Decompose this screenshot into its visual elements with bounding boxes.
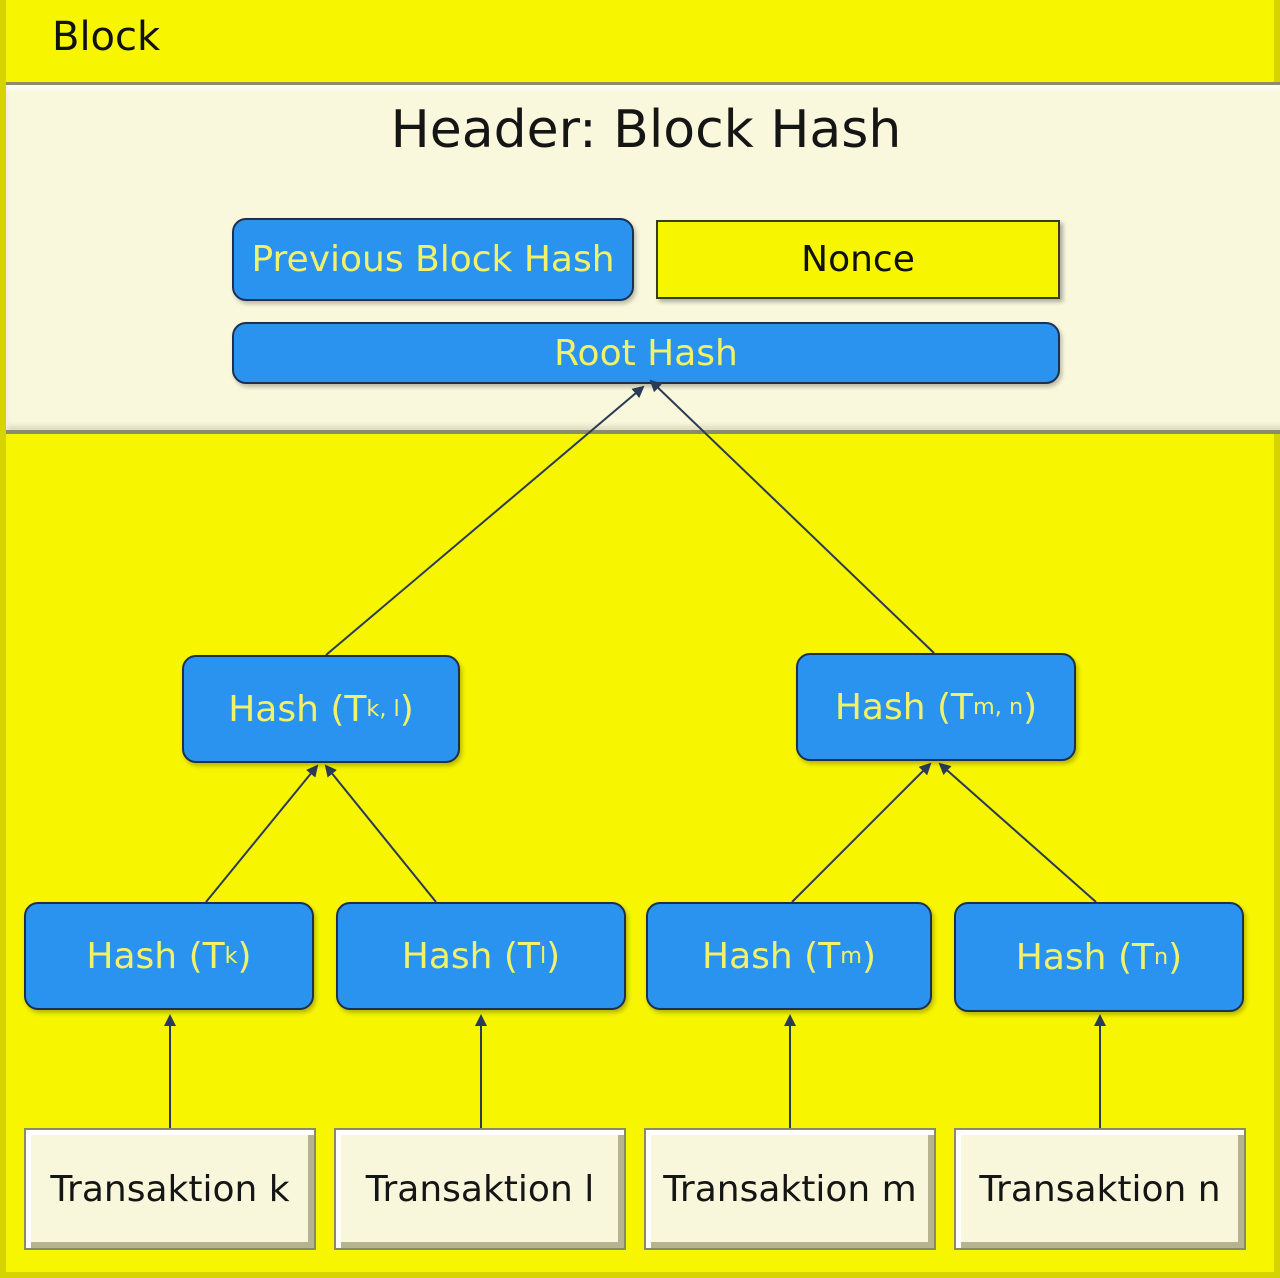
hash-tk-subscript: k [224, 943, 238, 969]
hash-tn-subscript: n [1153, 944, 1169, 970]
hash-tkl-prefix: Hash (T [228, 688, 367, 730]
edge-n-to-mn [938, 762, 1097, 903]
hash-tmn-prefix: Hash (T [834, 686, 974, 728]
edge-m-to-mn [791, 762, 932, 903]
transaction-l-node: Transaktion l [334, 1128, 626, 1250]
nonce-node: Nonce [656, 220, 1060, 299]
hash-tl-suffix: ) [546, 935, 561, 977]
hash-tn-prefix: Hash (T [1015, 936, 1154, 978]
hash-tk-prefix: Hash (T [86, 935, 225, 977]
hash-tm-suffix: ) [861, 935, 876, 977]
transaction-k-node: Transaktion k [24, 1128, 316, 1250]
hash-tkl-subscript: k, l [366, 696, 400, 722]
edge-k-to-kl [205, 764, 319, 903]
edge-l-to-kl [324, 764, 437, 903]
hash-tk-suffix: ) [237, 935, 252, 977]
block-title: Block [52, 14, 161, 60]
hash-tn-suffix: ) [1168, 936, 1183, 978]
hash-tmn-subscript: m, n [973, 694, 1024, 720]
hash-tkl-suffix: ) [399, 688, 414, 730]
hash-tm-prefix: Hash (T [702, 935, 841, 977]
header-title: Header: Block Hash [390, 100, 902, 160]
hash-tmn-suffix: ) [1023, 686, 1038, 728]
root-hash-node: Root Hash [232, 322, 1060, 384]
transaction-m-node: Transaktion m [644, 1128, 936, 1250]
hash-tl-prefix: Hash (T [401, 935, 540, 977]
hash-tm-subscript: m [840, 943, 862, 969]
hash-tl-subscript: l [539, 943, 547, 969]
transaction-n-node: Transaktion n [954, 1128, 1246, 1250]
previous-block-hash-node: Previous Block Hash [232, 218, 634, 301]
